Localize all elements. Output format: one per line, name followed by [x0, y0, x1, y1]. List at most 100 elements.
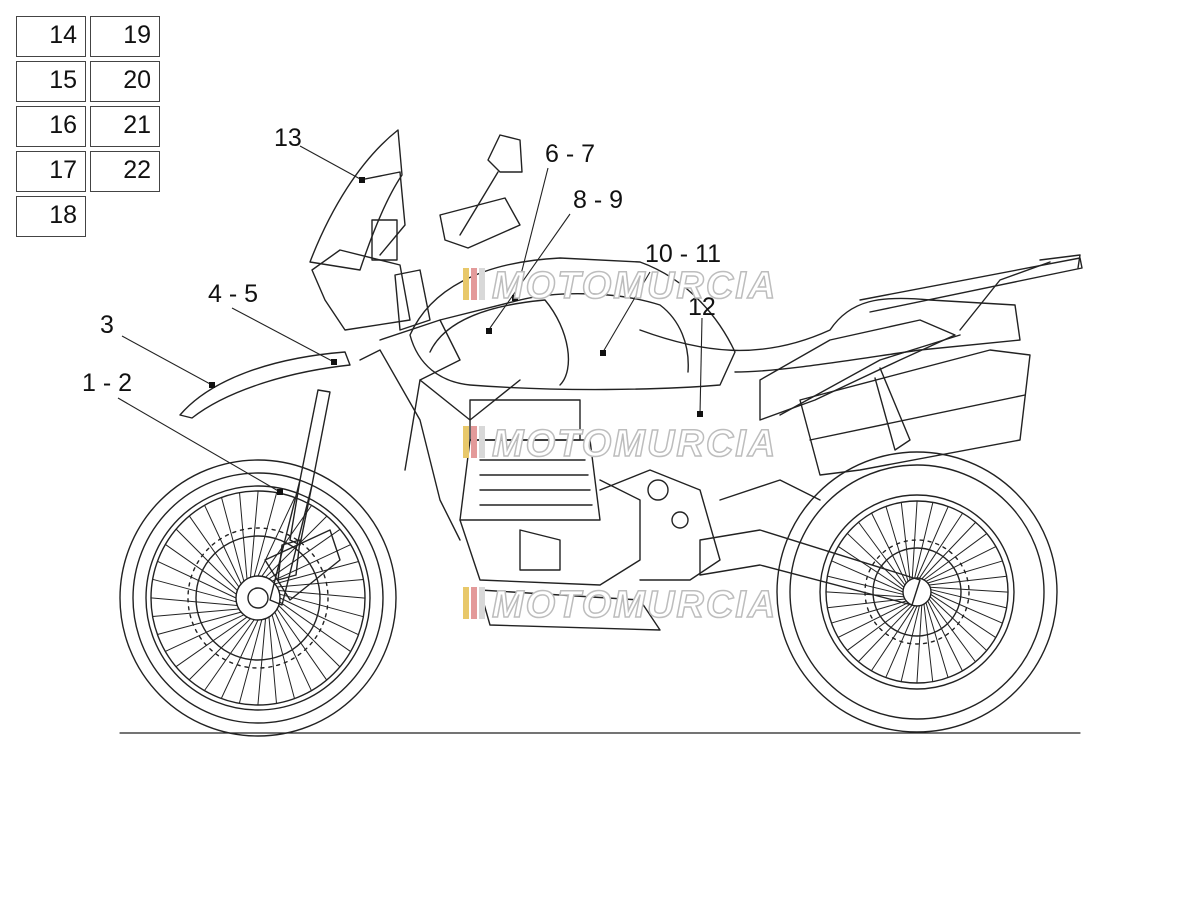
front-fender	[179, 351, 351, 419]
engine	[459, 399, 721, 631]
wheel-spoke	[918, 512, 964, 579]
wheel-spoke	[925, 602, 949, 679]
wheel-spoke	[257, 496, 296, 577]
watermark-text: MOTOMURCIA	[492, 584, 777, 626]
callout-label: 4 - 5	[208, 280, 258, 308]
wheel-spoke	[271, 614, 296, 700]
side-panel	[759, 319, 961, 421]
wheel-spoke	[837, 602, 909, 638]
wheel-spoke	[916, 604, 923, 684]
wheel-spoke	[846, 532, 905, 588]
leader-lines	[117, 145, 703, 493]
wheel-spoke	[921, 521, 977, 580]
reference-box-label: 18	[49, 201, 77, 229]
wheel-spoke	[279, 601, 352, 653]
wheel-spoke	[871, 512, 907, 584]
reference-box[interactable]: 14	[16, 16, 86, 57]
callout-markers	[209, 177, 703, 495]
wheel-spoke	[885, 505, 909, 582]
wheel-spoke	[268, 616, 277, 704]
reference-box[interactable]: 20	[90, 61, 160, 102]
wheel-spoke	[885, 605, 918, 678]
wheel-spoke	[929, 586, 1009, 593]
rear-wheel	[776, 451, 1058, 733]
wheel-spoke	[831, 560, 904, 593]
callout-label: 1 - 2	[82, 369, 132, 397]
wheel-spoke	[900, 501, 911, 581]
reference-box[interactable]: 22	[90, 151, 160, 192]
callout-label: 10 - 11	[645, 240, 721, 268]
wheel-spoke	[900, 605, 920, 683]
wheel-spoke	[276, 608, 328, 681]
frame	[359, 269, 521, 541]
wheel-spoke	[268, 528, 341, 580]
wheel-spoke	[916, 506, 949, 579]
callout-label: 13	[274, 124, 302, 152]
wheel-spoke	[830, 600, 907, 624]
wheel-spoke	[870, 605, 916, 672]
wheel-spoke	[204, 504, 242, 585]
watermark-text: MOTOMURCIA	[492, 265, 777, 307]
reference-box-grid: 14 19 15 20 16 21 17 22 18	[16, 16, 164, 242]
reference-box[interactable]: 18	[16, 196, 86, 237]
watermark-logo: MOTOMURCIA	[463, 583, 777, 627]
wheel-spoke	[175, 616, 248, 668]
wheel-spoke	[238, 619, 263, 704]
wheel-spoke	[930, 593, 997, 639]
wheel-spoke	[164, 543, 237, 595]
reference-box-label: 19	[123, 21, 151, 49]
wheel-spoke	[279, 597, 360, 636]
watermark-text: MOTOMURCIA	[492, 423, 777, 465]
reference-box[interactable]: 17	[16, 151, 86, 192]
windscreen	[309, 129, 411, 331]
handguard	[439, 197, 521, 249]
wheel-spoke	[857, 604, 913, 663]
reference-box-label: 22	[123, 156, 151, 184]
watermark-group: MOTOMURCIA MOTOMURCIA MOTOMURCIA	[463, 264, 777, 627]
reference-box[interactable]: 16	[16, 106, 86, 147]
reference-box-label: 14	[49, 21, 77, 49]
pannier-case	[799, 349, 1031, 476]
wheel-spoke	[274, 611, 312, 692]
rear-rack	[859, 254, 1083, 331]
wheel-spoke	[826, 575, 904, 595]
reference-box-label: 17	[49, 156, 77, 184]
reference-box[interactable]: 15	[16, 61, 86, 102]
wheel-spoke	[152, 608, 240, 617]
wheel-spoke	[220, 619, 259, 700]
front-fork	[264, 389, 341, 606]
callout-label: 6 - 7	[545, 140, 595, 168]
wheel-spoke	[220, 496, 245, 582]
fuel-tank	[409, 257, 736, 391]
wheel-spoke	[164, 614, 245, 652]
wheel-spoke	[929, 596, 988, 652]
wheel-spoke	[188, 515, 240, 588]
reference-box[interactable]: 21	[90, 106, 160, 147]
reference-box-label: 16	[49, 111, 77, 139]
reference-box[interactable]: 19	[90, 16, 160, 57]
wheel-spoke	[930, 591, 1003, 624]
wheel-spoke	[278, 605, 341, 668]
reference-box-label: 15	[49, 66, 77, 94]
wheel-spoke	[928, 575, 1008, 586]
wheel-spoke	[923, 603, 934, 683]
wheel-spoke	[927, 600, 963, 672]
wheel-spoke	[239, 492, 248, 580]
wheel-spoke	[253, 492, 278, 577]
callout-label: 3	[100, 311, 114, 339]
wheel-spoke	[203, 619, 255, 692]
reference-box-label: 21	[123, 111, 151, 139]
wheel-spoke	[927, 560, 1004, 584]
wheel-spoke	[925, 546, 997, 582]
front-wheel	[119, 459, 397, 737]
callout-label: 8 - 9	[573, 186, 623, 214]
wheel-spoke	[930, 589, 1008, 609]
wheel-spoke	[249, 490, 259, 578]
callout-label: 12	[688, 293, 716, 321]
seat	[639, 297, 1021, 373]
watermark-logo: MOTOMURCIA	[463, 264, 777, 308]
wheel-spoke	[846, 603, 911, 651]
swingarm	[699, 479, 921, 606]
